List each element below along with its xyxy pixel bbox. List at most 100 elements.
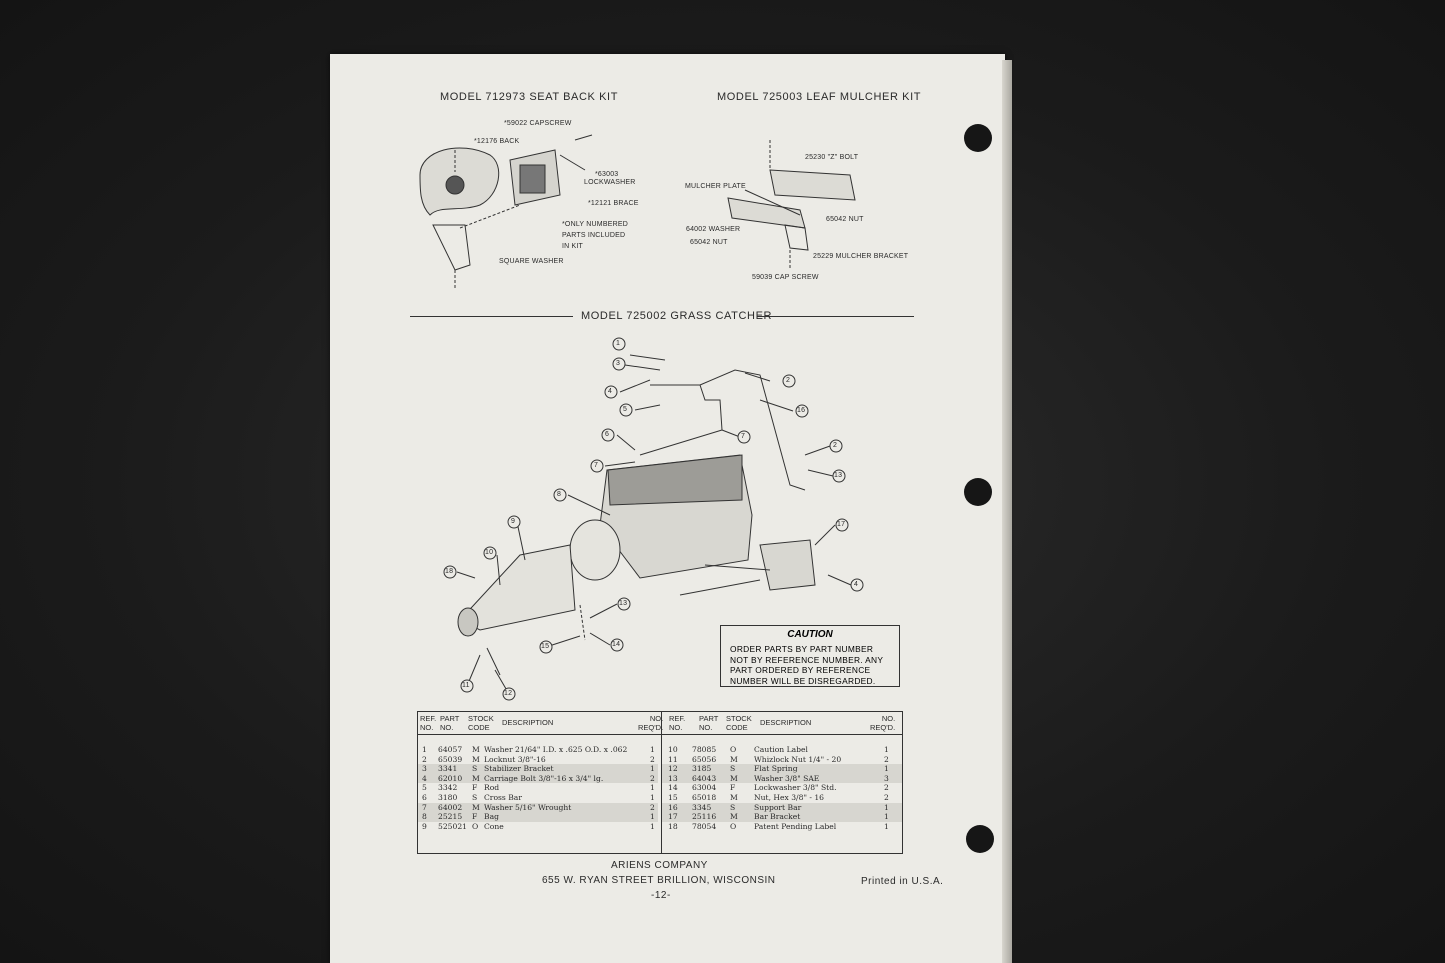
table-row: 6 3180 S Cross Bar 1	[418, 793, 658, 803]
mulcher-label: 65042 NUT	[826, 216, 864, 223]
cell-desc: Bag	[484, 812, 499, 822]
cell-ref: 10	[668, 745, 678, 754]
col-ref: REF.NO.	[420, 714, 437, 732]
mulcher-label: 59039 CAP SCREW	[752, 274, 819, 281]
cell-code: O	[730, 745, 737, 754]
cell-qty: 2	[884, 754, 889, 764]
cell-part: 64043	[692, 773, 717, 783]
cell-ref: 7	[422, 802, 427, 812]
table-row: 2 65039 M Locknut 3/8"-16 2	[418, 755, 658, 765]
seat-back-label: *12176 BACK	[474, 138, 520, 145]
cell-code: M	[730, 812, 738, 822]
cell-part: 3342	[438, 783, 458, 793]
cell-desc: Washer 3/8" SAE	[754, 773, 820, 783]
callout-number: 7	[594, 462, 599, 469]
caution-text: ORDER PARTS BY PART NUMBER NOT BY REFERE…	[730, 644, 883, 686]
cell-part: 3185	[692, 764, 712, 774]
company-address: 655 W. RYAN STREET BRILLION, WISCONSIN	[542, 875, 776, 886]
mulcher-label: 64002 WASHER	[686, 226, 741, 233]
company-name: ARIENS COMPANY	[611, 860, 708, 871]
cell-part: 3345	[692, 802, 712, 812]
callout-number: 14	[612, 641, 621, 648]
cell-desc: Lockwasher 3/8" Std.	[754, 783, 837, 793]
cell-qty: 1	[884, 802, 889, 812]
cell-code: F	[472, 812, 478, 822]
cell-desc: Cross Bar	[484, 793, 522, 802]
cell-ref: 3	[422, 764, 427, 774]
callout-number: 8	[557, 491, 562, 498]
cell-code: M	[472, 745, 480, 754]
cell-qty: 2	[650, 754, 655, 764]
cell-ref: 17	[668, 812, 678, 822]
col-qty: NO.REQ'D.	[870, 714, 896, 732]
cell-part: 65039	[438, 754, 463, 764]
callout-number: 3	[616, 360, 621, 367]
cell-code: M	[472, 802, 480, 812]
cell-qty: 2	[884, 783, 889, 793]
mulcher-label: MULCHER PLATE	[685, 183, 746, 190]
seat-back-note: PARTS INCLUDED	[562, 232, 626, 239]
cell-part: 25215	[438, 812, 463, 822]
cell-ref: 14	[668, 783, 678, 793]
cell-desc: Locknut 3/8"-16	[484, 754, 546, 764]
cell-desc: Bar Bracket	[754, 812, 801, 822]
seat-back-label: LOCKWASHER	[584, 179, 636, 186]
cell-code: M	[472, 773, 480, 783]
cell-qty: 1	[650, 783, 655, 793]
cell-part: 3180	[438, 793, 458, 802]
cell-part: 3341	[438, 764, 458, 774]
seat-back-note: IN KIT	[562, 243, 584, 250]
mulcher-label: 65042 NUT	[690, 239, 728, 246]
cell-ref: 13	[668, 773, 678, 783]
seat-back-label: *12121 BRACE	[588, 200, 639, 207]
cell-desc: Nut, Hex 3/8" - 16	[754, 793, 824, 802]
cell-part: 64057	[438, 745, 463, 754]
cell-qty: 1	[650, 793, 655, 802]
seat-back-label: *59022 CAPSCREW	[504, 120, 572, 127]
cell-code: M	[472, 754, 480, 764]
mulcher-label: 25229 MULCHER BRACKET	[813, 253, 909, 260]
cell-ref: 1	[422, 745, 427, 754]
leaf-mulcher-kit-title: MODEL 725003 LEAF MULCHER KIT	[717, 91, 922, 103]
cell-desc: Carriage Bolt 3/8"-16 x 3/4" lg.	[484, 773, 604, 783]
cell-ref: 18	[668, 821, 678, 831]
page-number: -12-	[651, 890, 671, 901]
caution-title: CAUTION	[787, 629, 833, 640]
col-desc: DESCRIPTION	[502, 718, 554, 727]
cell-ref: 2	[422, 754, 427, 764]
callout-number: 2	[833, 442, 838, 449]
seat-back-kit-title: MODEL 712973 SEAT BACK KIT	[440, 91, 619, 103]
cell-ref: 8	[422, 812, 427, 822]
cell-code: S	[472, 764, 478, 774]
cell-code: S	[472, 793, 478, 802]
cell-part: 65056	[692, 754, 717, 764]
table-divider	[661, 712, 663, 853]
seat-back-note: *ONLY NUMBERED	[562, 221, 628, 228]
cell-desc: Washer 21/64" I.D. x .625 O.D. x .062	[484, 745, 628, 754]
callout-number: 11	[462, 682, 470, 689]
printed-in: Printed in U.S.A.	[861, 876, 944, 887]
cell-ref: 11	[668, 754, 678, 764]
callout-number: 5	[623, 406, 628, 413]
cell-code: O	[472, 821, 479, 831]
callout-number: 9	[511, 518, 516, 525]
cell-qty: 1	[884, 812, 889, 822]
section-rule-left	[410, 316, 573, 317]
cell-desc: Stabilizer Bracket	[484, 764, 554, 774]
cell-qty: 2	[884, 793, 889, 802]
cell-ref: 6	[422, 793, 427, 802]
cell-code: S	[730, 802, 736, 812]
